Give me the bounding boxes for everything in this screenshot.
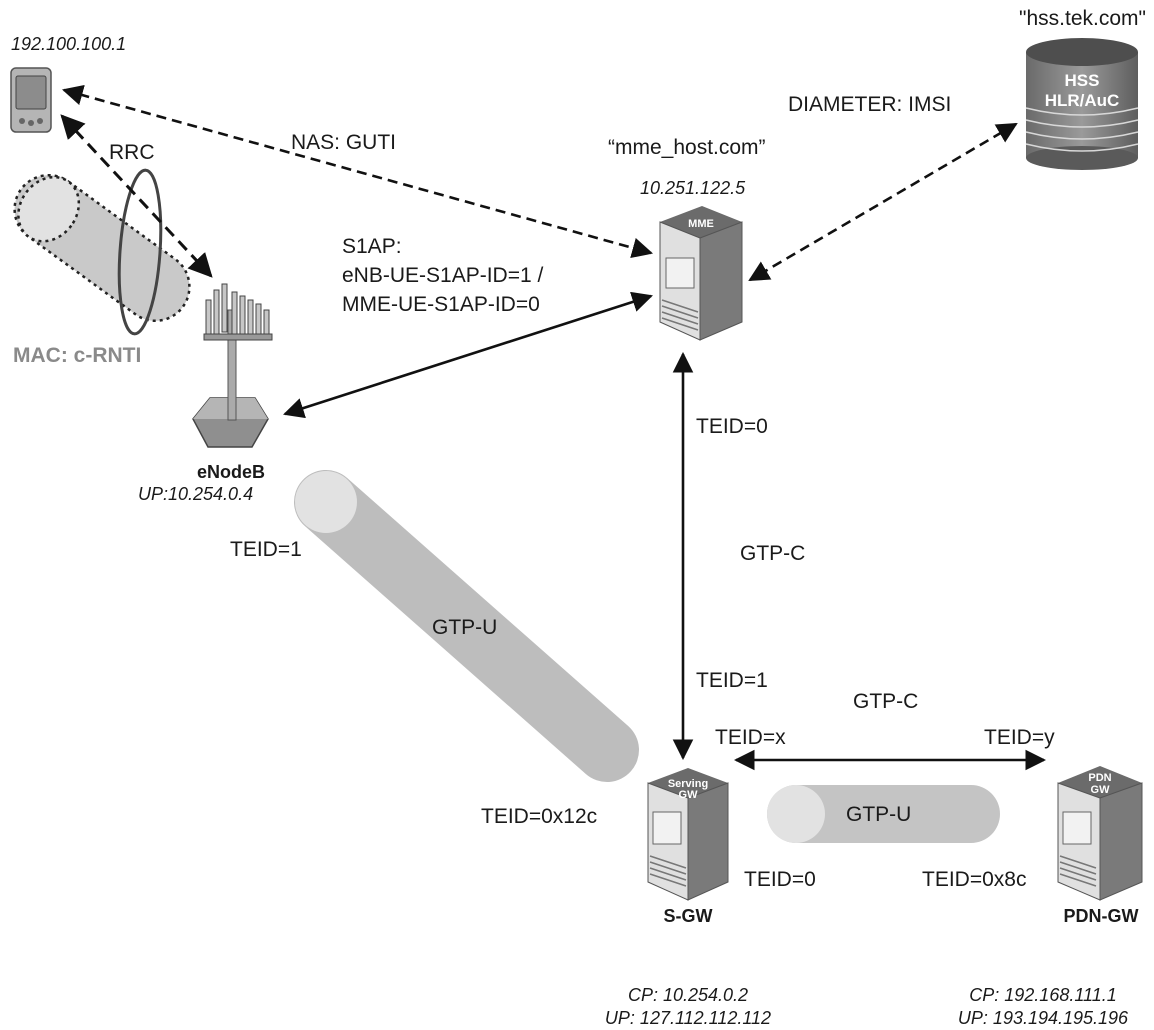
pgw-server-icon (1057, 766, 1143, 901)
hss-subtitle: HLR/AuC (1045, 91, 1120, 110)
hss-database-icon (1025, 38, 1139, 170)
ue-ip: 192.100.100.1 (11, 34, 126, 54)
nas-arrow (61, 84, 654, 259)
gtpu-tunnel-sgw-pgw (767, 785, 1000, 843)
enodeb-up: UP:10.254.0.4 (138, 484, 253, 504)
sgw-badge-line2: GW (679, 789, 699, 801)
teid-mme: TEID=0 (696, 415, 768, 438)
ue-phone-icon (10, 67, 52, 133)
teid-y: TEID=y (984, 726, 1055, 749)
sgw-name: S-GW (664, 906, 713, 926)
pgw-badge-line2: GW (1091, 784, 1111, 796)
pgw-up: UP: 193.194.195.196 (958, 1008, 1129, 1028)
mme-badge: MME (688, 218, 714, 230)
mac-label: MAC: c-RNTI (13, 344, 141, 367)
pgw-badge-line1: PDN (1088, 772, 1111, 784)
mac-radio-tube (13, 168, 191, 336)
mme-server-icon (659, 206, 743, 341)
gtpu-tunnel-enb-sgw (294, 470, 639, 782)
rrc-arrow (60, 114, 213, 278)
pgw-name: PDN-GW (1064, 906, 1139, 926)
gtpc-mme-sgw-label: GTP-C (740, 542, 805, 565)
enodeb-tower-icon (192, 283, 273, 448)
sgw-up: UP: 127.112.112.112 (605, 1008, 771, 1028)
rrc-label: RRC (109, 141, 155, 164)
hss-title: HSS (1065, 71, 1100, 90)
enodeb-name: eNodeB (197, 462, 265, 482)
hss-host: "hss.tek.com" (1019, 7, 1146, 30)
sgw-server-icon (647, 768, 729, 901)
teid-pgw-u: TEID=0x8c (922, 868, 1026, 891)
sgw-cp: CP: 10.254.0.2 (628, 985, 748, 1005)
teid-sgw-u2: TEID=0 (744, 868, 816, 891)
nas-label: NAS: GUTI (291, 131, 396, 154)
teid-x: TEID=x (715, 726, 786, 749)
gtpu-sgw-pgw-label: GTP-U (846, 803, 911, 826)
gtpu-enb-sgw-label: GTP-U (432, 616, 497, 639)
pgw-cp: CP: 192.168.111.1 (969, 985, 1116, 1005)
s1ap-label-1: S1AP: (342, 235, 402, 258)
s1ap-label-3: MME-UE-S1AP-ID=0 (342, 293, 540, 316)
diameter-label: DIAMETER: IMSI (788, 93, 951, 116)
teid-sgw-u: TEID=0x12c (481, 805, 597, 828)
s1ap-label-2: eNB-UE-S1AP-ID=1 / (342, 264, 543, 287)
teid-enb: TEID=1 (230, 538, 302, 561)
gtpc-sgw-pgw-label: GTP-C (853, 690, 918, 713)
teid-sgw-c: TEID=1 (696, 669, 768, 692)
diameter-arrow (748, 122, 1018, 282)
sgw-badge-line1: Serving (668, 778, 708, 790)
mme-host: “mme_host.com” (608, 136, 766, 159)
mme-ip: 10.251.122.5 (640, 178, 746, 198)
s1ap-arrow (283, 291, 653, 419)
